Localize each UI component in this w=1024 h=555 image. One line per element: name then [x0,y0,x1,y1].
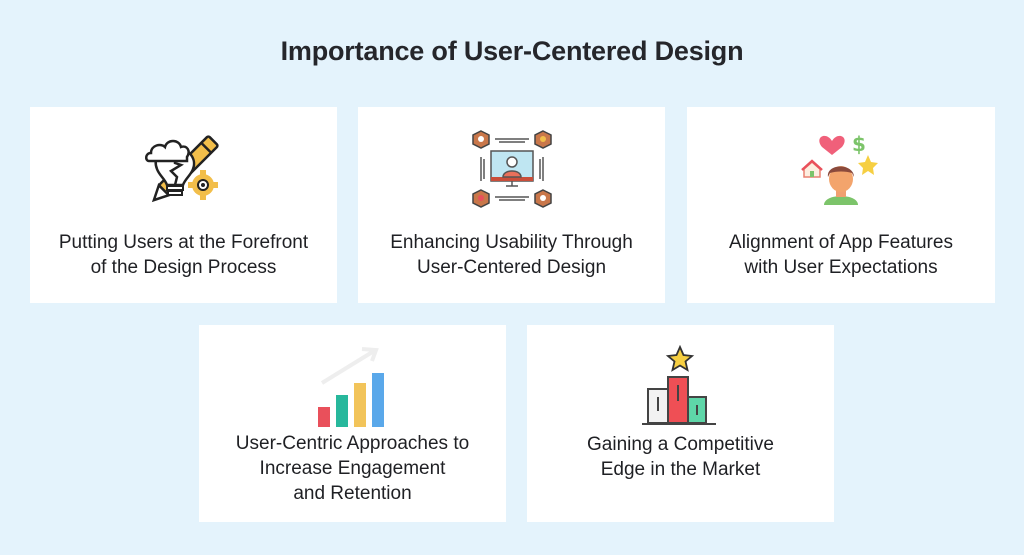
card-competitive-edge: Gaining a Competitive Edge in the Market [527,325,834,522]
growth-bar-chart-icon [312,345,394,434]
card-alignment-features: $ Alignment of App Features with User Ex… [687,107,995,303]
svg-text:$: $ [852,132,866,156]
podium-star-icon [640,344,722,434]
user-expectations-icon: $ [796,129,886,214]
card-label: Putting Users at the Forefront of the De… [58,232,309,278]
card-users-forefront: Putting Users at the Forefront of the De… [30,107,337,303]
card-label: Gaining a Competitive Edge in the Market [587,434,774,480]
monitor-user-network-icon [471,129,553,214]
card-label: Enhancing Usability Through User-Centere… [390,232,633,278]
lightbulb-pencil-icon [143,129,225,214]
card-label: Alignment of App Features with User Expe… [729,232,953,278]
page-title: Importance of User-Centered Design [280,36,744,66]
card-enhancing-usability: Enhancing Usability Through User-Centere… [358,107,665,303]
card-label: User-Centric Approaches to Increase Enga… [235,433,470,504]
card-user-centric-approaches: User-Centric Approaches to Increase Enga… [199,325,506,522]
